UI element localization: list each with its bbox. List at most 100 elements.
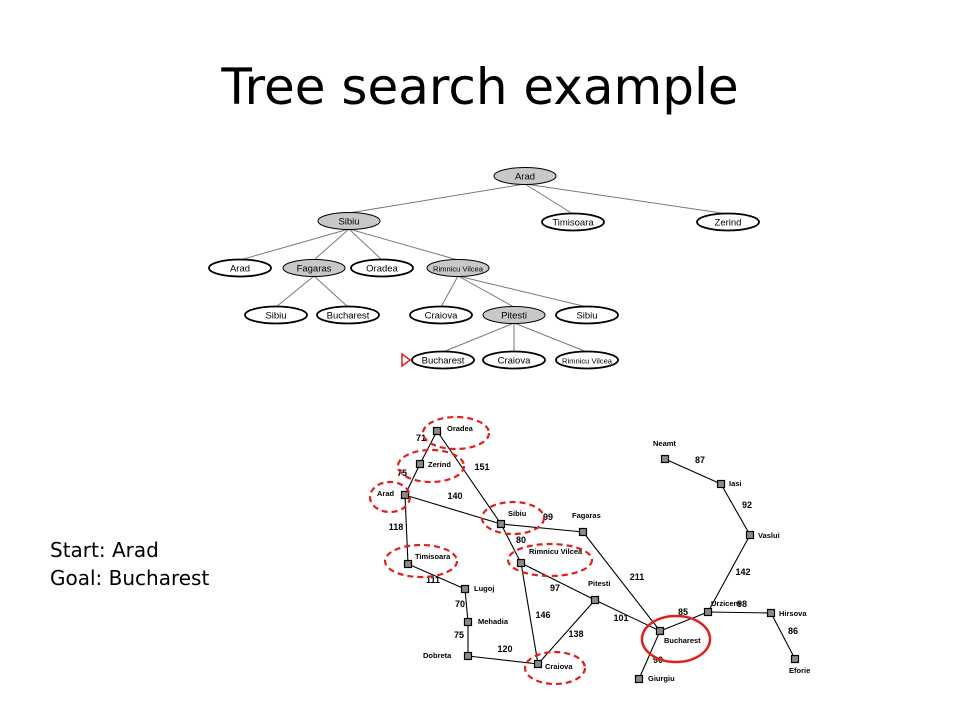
tree-edge [513, 322, 588, 353]
visited-highlight [383, 543, 459, 579]
tree-edge [239, 228, 350, 261]
map-city-label: Giurgiu [648, 674, 675, 683]
map-city-label: Timisoara [415, 552, 451, 561]
tree-node: Rimnicu Vilcea [426, 259, 490, 277]
map-city-marker [578, 527, 588, 537]
map-city-label: Bucharest [664, 636, 701, 645]
map-road: 71 [416, 430, 438, 465]
map-city: Fagaras [572, 511, 601, 537]
map-city-marker [745, 530, 755, 540]
map-road-distance: 142 [735, 567, 750, 577]
map-road-line [664, 458, 722, 485]
map-city-marker [516, 558, 526, 568]
map-city: Lugoj [460, 584, 494, 594]
tree-node-shape [482, 350, 546, 370]
map-city-marker [496, 519, 506, 529]
map-city: Zerind [415, 459, 451, 469]
tree-edge [457, 275, 588, 308]
visited-highlight [480, 500, 546, 536]
start-label: Start: Arad [50, 538, 159, 562]
map-city-marker [415, 459, 425, 469]
map-city-label: Rimnicu Vilcea [529, 547, 583, 556]
map-road-line [707, 611, 772, 614]
map-city-label: Mehadia [478, 617, 509, 626]
tree-node-shape [244, 305, 308, 325]
tree-node-shape [555, 350, 619, 370]
map-road: 86 [770, 612, 798, 660]
map-road-line [436, 430, 502, 525]
tree-edge [348, 183, 526, 214]
tree-node-shape [482, 306, 546, 324]
map-city: Craiova [533, 659, 573, 671]
map-city-label: Craiova [545, 662, 573, 671]
map-road: 99 [500, 512, 584, 533]
tree-node: Fagaras [282, 259, 346, 277]
tree-edge [524, 183, 729, 215]
map-road: 98 [707, 599, 772, 614]
map-road-distance: 151 [474, 462, 489, 472]
tree-node: Bucharest [401, 350, 475, 370]
tree-node-shape [316, 305, 380, 325]
map-road: 92 [720, 483, 752, 536]
tree-edge [440, 275, 459, 308]
map-road: 140 [404, 491, 502, 525]
map-road: 97 [520, 562, 596, 601]
map-road-distance: 80 [516, 535, 526, 545]
map-road-distance: 138 [568, 629, 583, 639]
map-road-distance: 71 [416, 433, 426, 443]
tree-edges [239, 183, 729, 353]
map-road: 85 [659, 607, 709, 632]
map-city-marker [790, 654, 800, 664]
map-road-distance: 98 [737, 599, 747, 609]
map-road-distance: 97 [550, 583, 560, 593]
map-road-line [500, 523, 522, 564]
tree-node: Bucharest [316, 305, 380, 325]
tree-node-shape [555, 305, 619, 325]
romania-map: 7115175140118111707512099809714613821110… [368, 415, 810, 686]
map-city-marker [660, 454, 670, 464]
map-road-distance: 75 [454, 630, 464, 640]
map-road-distance: 111 [426, 575, 440, 585]
map-city-marker [463, 617, 473, 627]
map-city-marker [703, 607, 713, 617]
map-road-line [520, 562, 596, 601]
map-city-label: Hirsova [779, 609, 807, 618]
tree-node: Timisoara [541, 212, 605, 232]
tree-node: Oradea [350, 258, 414, 278]
tree-edge [524, 183, 574, 215]
map-road: 75 [454, 622, 469, 656]
problem-info: Start: Arad Goal: Bucharest [50, 536, 209, 592]
map-city: Dobreta [423, 651, 473, 661]
goal-highlight [640, 614, 712, 664]
map-city: Eforie [789, 654, 810, 675]
map-road: 151 [436, 430, 502, 525]
map-road-line [659, 611, 709, 632]
tree-node-label: Pitesti [501, 311, 527, 322]
map-city: Bucharest [655, 626, 701, 645]
tree-node: Pitesti [482, 306, 546, 324]
tree-node-label: Timisoara [552, 218, 594, 229]
map-road: 142 [707, 534, 751, 613]
map-city: Neamt [653, 439, 676, 464]
map-city-label: Iasi [729, 479, 742, 488]
tree-node: Craiova [409, 305, 473, 325]
tree-edge [313, 275, 349, 308]
goal-label: Goal: Bucharest [50, 566, 210, 590]
map-city: Mehadia [463, 617, 509, 627]
tree-node-label: Craiova [425, 311, 458, 322]
map-city-label: Pitesti [588, 579, 611, 588]
map-city: Giurgiu [634, 674, 675, 684]
map-city-label: Arad [377, 489, 395, 498]
tree-edge [313, 228, 350, 261]
map-road-distance: 101 [613, 613, 628, 623]
tree-edge [457, 275, 515, 308]
map-city-label: Eforie [789, 666, 810, 675]
map-road-distance: 86 [788, 626, 798, 636]
map-city-label: Neamt [653, 439, 676, 448]
map-city-marker [463, 651, 473, 661]
map-cities: OradeaZerindAradTimisoaraLugojMehadiaDob… [377, 424, 810, 684]
tree-node: Arad [208, 258, 272, 278]
map-road-distance: 70 [455, 599, 465, 609]
